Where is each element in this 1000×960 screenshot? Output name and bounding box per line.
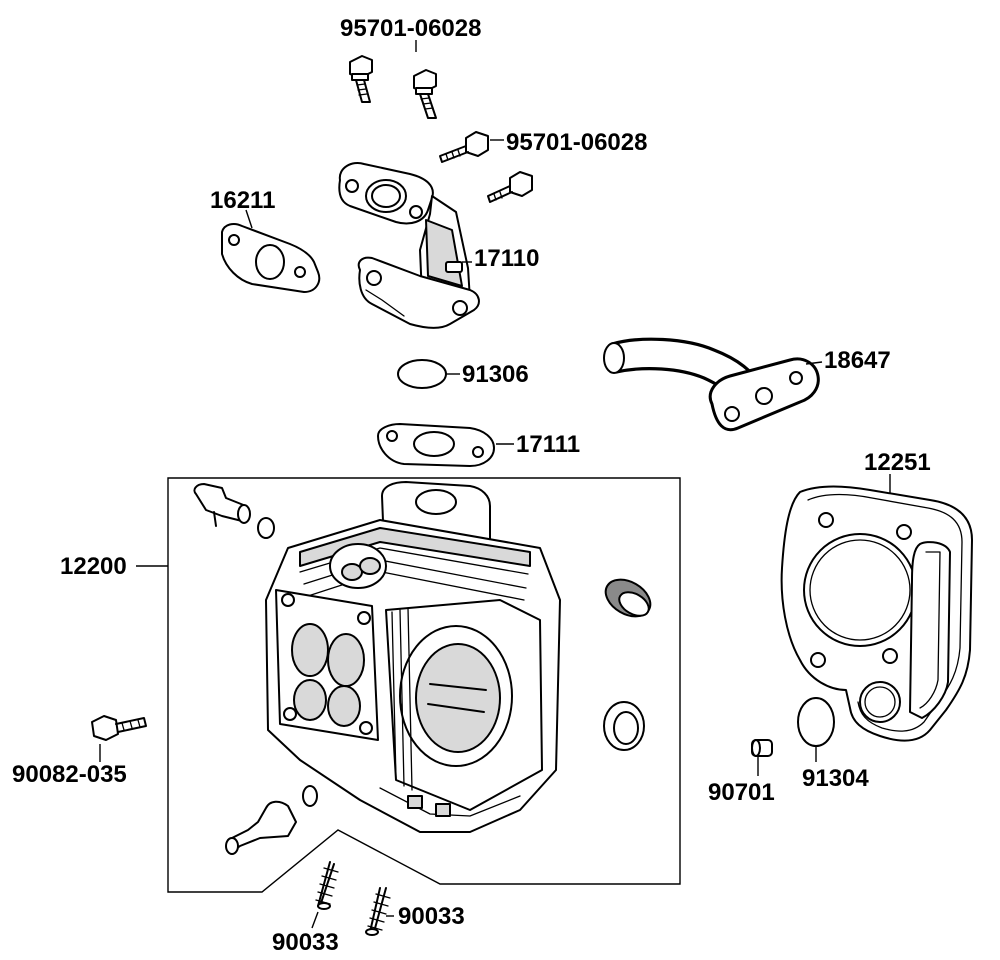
label-90082-035: 90082-035 (12, 761, 127, 788)
spring-left (315, 861, 339, 910)
label-18647: 18647 (824, 347, 891, 374)
valve-seal-top (257, 517, 275, 539)
oring-91304 (797, 697, 835, 747)
bolt-90082-035 (91, 715, 147, 741)
oil-seal-upper (604, 578, 652, 618)
cylinder-head-12200 (265, 481, 561, 833)
side-bolt-lower (487, 171, 533, 203)
label-95701-06028-side: 95701-06028 (506, 129, 647, 156)
label-91306: 91306 (462, 361, 529, 388)
side-bolt-upper (439, 131, 489, 163)
label-90701: 90701 (708, 779, 775, 806)
gasket-16211 (221, 223, 321, 293)
pipe-18647 (603, 337, 820, 432)
oil-seal-lower (603, 701, 645, 751)
oring-91306 (397, 359, 447, 389)
top-bolt-left (349, 55, 373, 103)
label-90033-left: 90033 (272, 929, 339, 956)
spring-right (365, 887, 391, 936)
gasket-17111 (377, 423, 495, 467)
leader-lines (99, 40, 891, 929)
label-17111: 17111 (516, 431, 580, 458)
label-91304: 91304 (802, 765, 869, 792)
head-gasket-12251 (780, 485, 973, 742)
intake-manifold (338, 162, 480, 329)
label-12251: 12251 (864, 449, 931, 476)
valve-guide-top (193, 483, 251, 527)
valve-seal-bottom (302, 785, 318, 807)
label-17110: 17110 (474, 245, 539, 272)
label-16211: 16211 (210, 187, 275, 214)
cylinder-head-frame (167, 477, 681, 893)
valve-guide-bottom (225, 800, 297, 855)
label-90033-right: 90033 (398, 903, 465, 930)
label-95701-06028-top: 95701-06028 (340, 15, 481, 42)
label-12200: 12200 (60, 553, 127, 580)
top-bolt-right (413, 69, 437, 119)
dowel-90701 (751, 739, 773, 757)
